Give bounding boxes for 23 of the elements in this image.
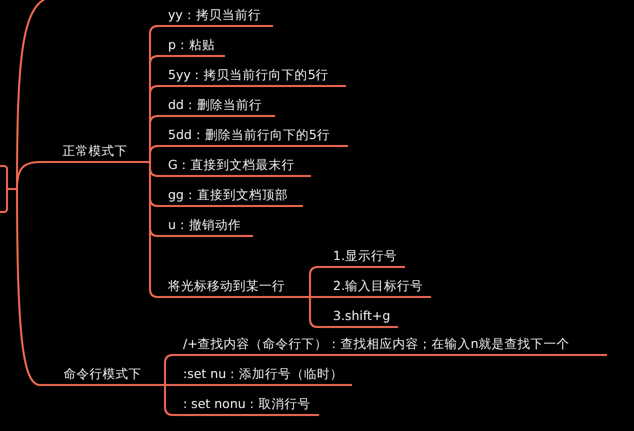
- topic-label: gg：直接到文档顶部: [160, 187, 303, 207]
- connector-line: [165, 384, 174, 386]
- topic-label: 正常模式下: [40, 143, 150, 163]
- topic-label: : set nonu：取消行号: [174, 396, 319, 416]
- topic-label: 2.输入目标行号: [322, 278, 431, 298]
- topic-label: G：直接到文档最末行: [160, 157, 311, 177]
- connector-line: [310, 296, 322, 298]
- topic-label: u：撤销动作: [160, 217, 253, 237]
- topic-label: 3.shift+g: [322, 308, 398, 328]
- topic-label: :set nu：添加行号（临时）: [174, 366, 352, 386]
- connector-line: [309, 297, 322, 328]
- topic-label: 命令行模式下: [40, 366, 165, 386]
- connector-line: [149, 145, 160, 162]
- topic-label: 将光标移动到某一行: [160, 278, 310, 298]
- topic-label: 5dd：删除当前行向下的5行: [160, 127, 348, 147]
- topic-label: dd：删除当前行: [160, 97, 275, 117]
- connector-line: [309, 266, 322, 297]
- topic-label: p：粘贴: [160, 37, 225, 57]
- connector-line: [8, 188, 40, 386]
- topic-label: 5yy：拷贝当前行向下的5行: [160, 67, 346, 87]
- topic-label: /+查找内容（命令行下）：查找相应内容；在输入n就是查找下一个: [174, 336, 607, 356]
- topic-label: 1.显示行号: [322, 248, 405, 268]
- topic-label: yy：拷贝当前行: [160, 7, 273, 27]
